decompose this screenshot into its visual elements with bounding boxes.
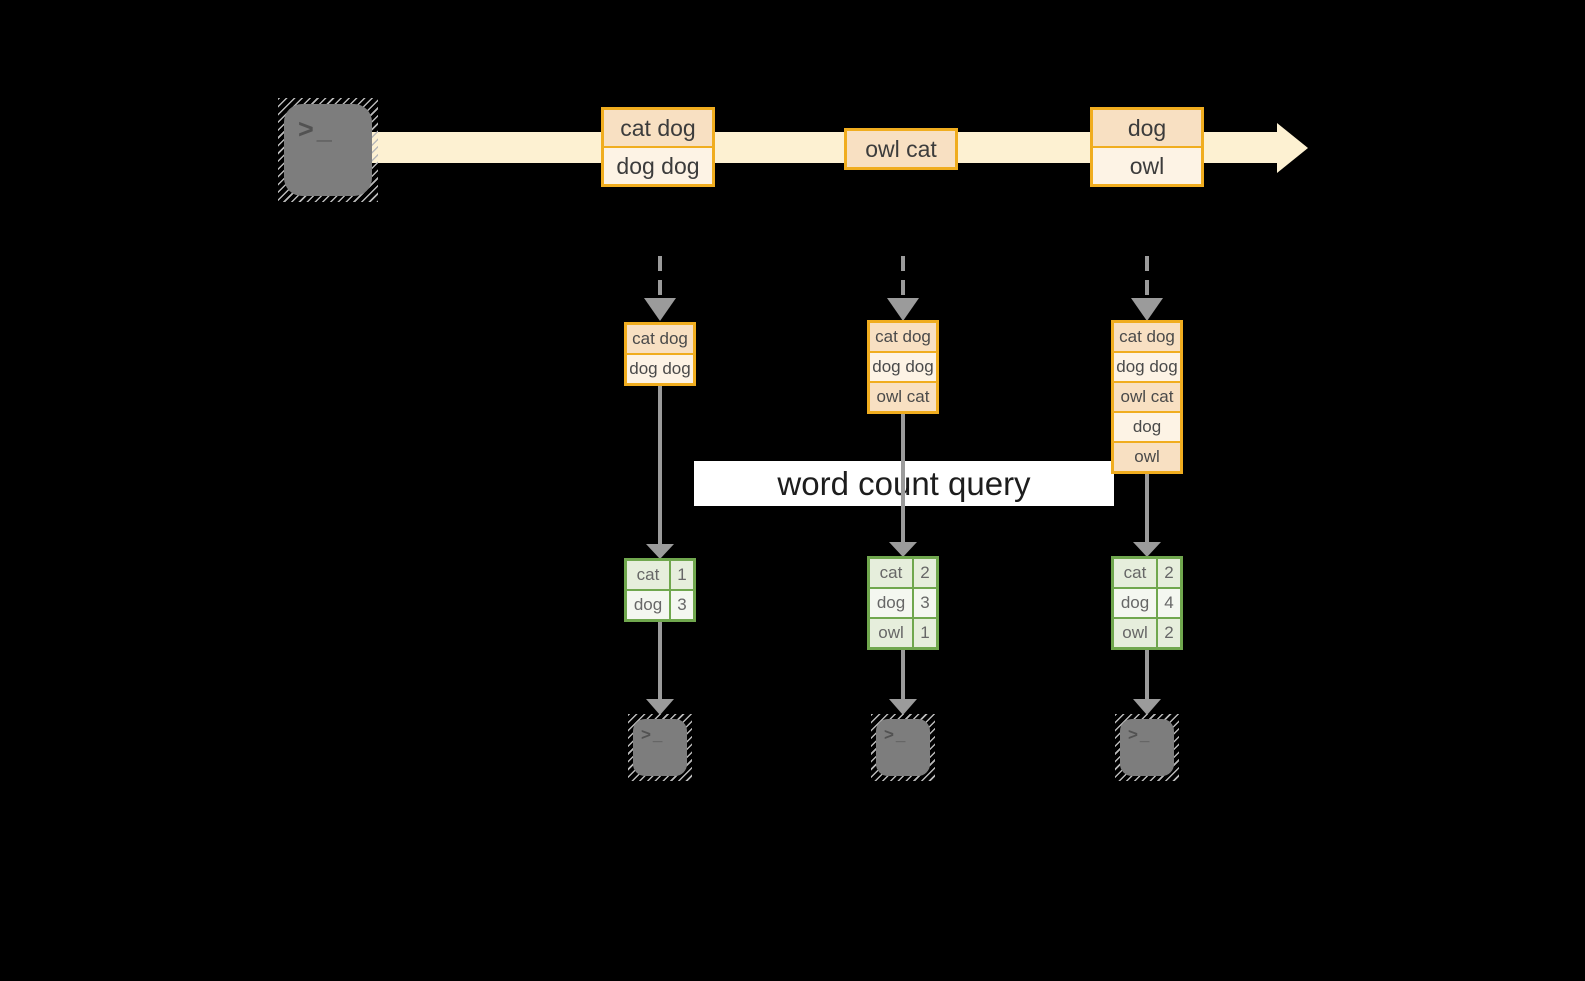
count-table-1: cat 1 dog 3 — [624, 558, 696, 622]
buffer-record: owl cat — [1114, 383, 1180, 411]
count-value: 4 — [1158, 589, 1180, 617]
query-arrow-head — [1133, 542, 1161, 557]
count-value: 2 — [1158, 559, 1180, 587]
terminal-sink-icon: >_ — [871, 714, 935, 781]
count-row: dog 3 — [627, 591, 693, 619]
dashed-arrow-head — [1131, 298, 1163, 321]
count-word: dog — [1114, 589, 1156, 617]
count-row: dog 4 — [1114, 589, 1180, 617]
buffer-record: dog dog — [627, 355, 693, 383]
buffer-record: owl cat — [870, 383, 936, 411]
stream-record: owl cat — [847, 131, 955, 167]
stream-event-box-3: dog owl — [1090, 107, 1204, 187]
buffer-record: cat dog — [627, 325, 693, 353]
count-word: dog — [627, 591, 669, 619]
count-row: owl 1 — [870, 619, 936, 647]
buffer-stack-3: cat dog dog dog owl cat dog owl — [1111, 320, 1183, 474]
terminal-glyph: >_ — [1120, 719, 1174, 776]
terminal-glyph: >_ — [876, 719, 930, 776]
count-value: 1 — [671, 561, 693, 589]
count-table-2: cat 2 dog 3 owl 1 — [867, 556, 939, 650]
buffer-record: owl — [1114, 443, 1180, 471]
terminal-glyph: >_ — [633, 719, 687, 776]
buffer-stack-1: cat dog dog dog — [624, 322, 696, 386]
buffer-record: cat dog — [1114, 323, 1180, 351]
stream-event-box-1: cat dog dog dog — [601, 107, 715, 187]
sink-arrow-head — [646, 699, 674, 715]
count-word: owl — [870, 619, 912, 647]
terminal-sink-icon: >_ — [1115, 714, 1179, 781]
count-word: owl — [1114, 619, 1156, 647]
stream-event-box-2: owl cat — [844, 128, 958, 170]
count-row: dog 3 — [870, 589, 936, 617]
count-value: 1 — [914, 619, 936, 647]
dashed-arrow-head — [887, 298, 919, 321]
count-value: 3 — [914, 589, 936, 617]
terminal-source-icon: >_ — [278, 98, 378, 202]
buffer-record: dog — [1114, 413, 1180, 441]
count-value: 3 — [671, 591, 693, 619]
count-word: cat — [870, 559, 912, 587]
count-word: dog — [870, 589, 912, 617]
query-arrow-head — [646, 544, 674, 559]
sink-arrow-head — [889, 699, 917, 715]
query-banner: word count query — [694, 461, 1114, 506]
count-row: cat 2 — [1114, 559, 1180, 587]
count-word: cat — [1114, 559, 1156, 587]
count-word: cat — [627, 561, 669, 589]
terminal-sink-icon: >_ — [628, 714, 692, 781]
buffer-record: dog dog — [870, 353, 936, 381]
stream-record: owl — [1093, 148, 1201, 184]
stream-record: cat dog — [604, 110, 712, 146]
dashed-arrow-head — [644, 298, 676, 321]
count-value: 2 — [914, 559, 936, 587]
count-row: cat 2 — [870, 559, 936, 587]
stream-record: dog dog — [604, 148, 712, 184]
query-arrow-head — [889, 542, 917, 557]
count-row: owl 2 — [1114, 619, 1180, 647]
buffer-record: dog dog — [1114, 353, 1180, 381]
terminal-glyph: >_ — [284, 104, 372, 196]
stream-record: dog — [1093, 110, 1201, 146]
count-table-3: cat 2 dog 4 owl 2 — [1111, 556, 1183, 650]
sink-arrow-head — [1133, 699, 1161, 715]
count-value: 2 — [1158, 619, 1180, 647]
buffer-stack-2: cat dog dog dog owl cat — [867, 320, 939, 414]
buffer-record: cat dog — [870, 323, 936, 351]
stream-arrowhead-icon — [1277, 123, 1308, 173]
count-row: cat 1 — [627, 561, 693, 589]
